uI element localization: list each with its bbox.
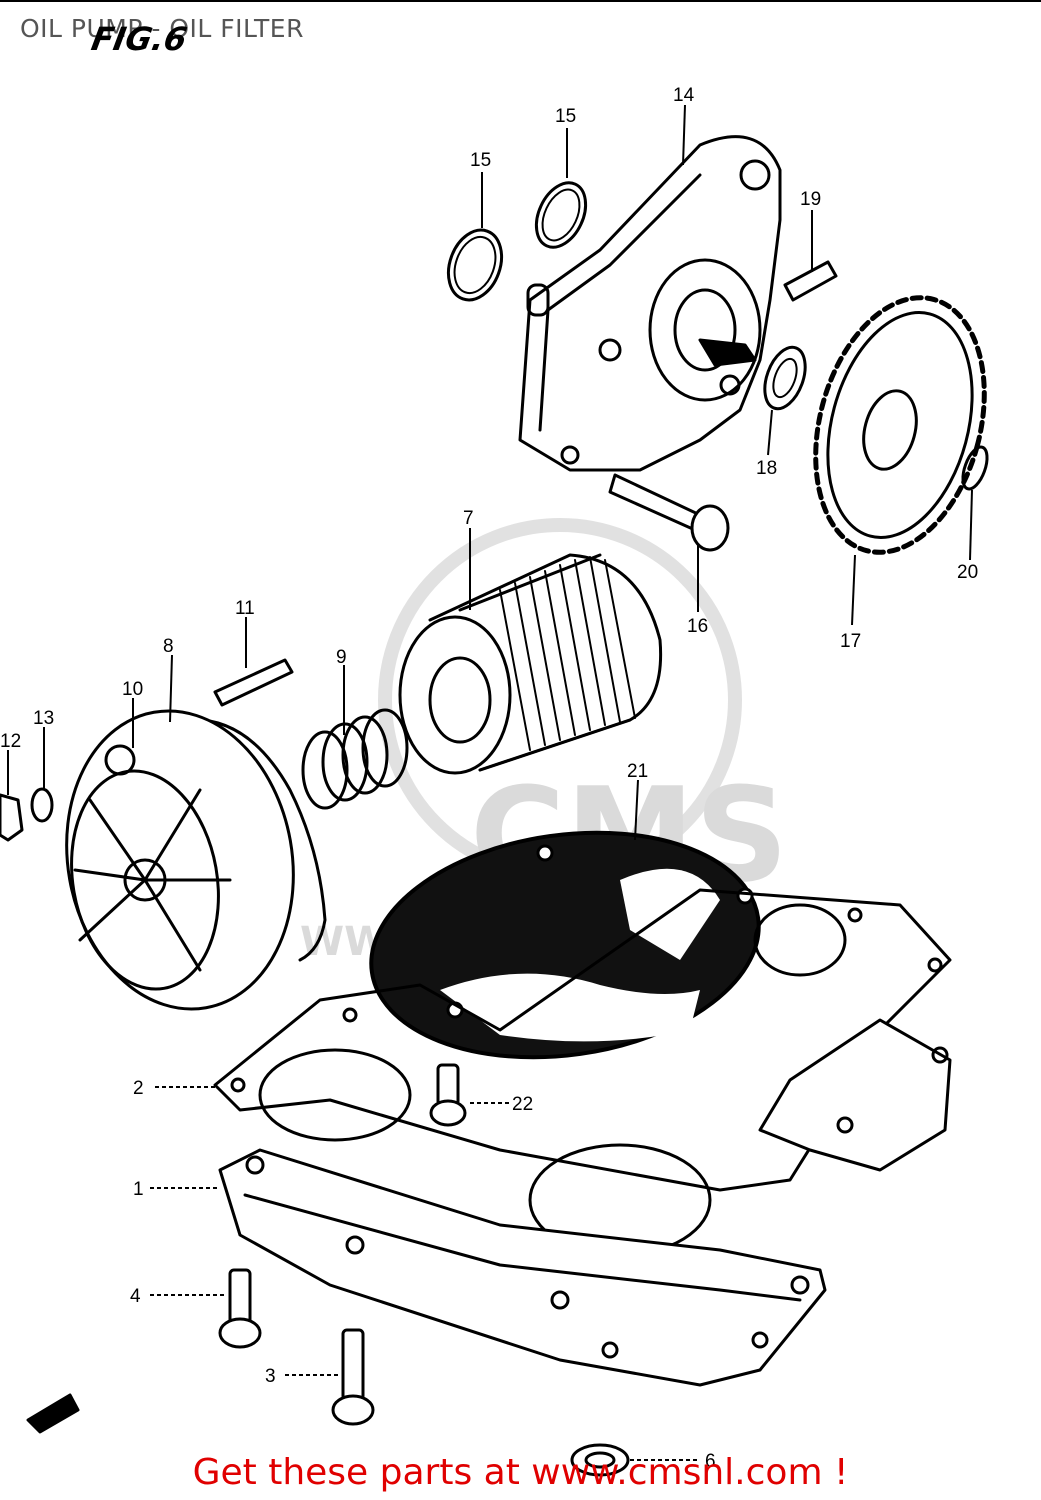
bolt-part-4 — [218, 1268, 262, 1349]
callout-4: 4 — [130, 1286, 141, 1307]
callout-15a: 15 — [470, 150, 491, 171]
callout-18: 18 — [756, 458, 777, 479]
leader-lines — [7, 104, 973, 1461]
oil-pump-body-part-14 — [518, 135, 782, 472]
spring-part-9 — [301, 708, 409, 810]
callout-16: 16 — [687, 616, 708, 637]
figure-label: FIG.6 — [88, 20, 190, 58]
callout-1: 1 — [133, 1179, 144, 1200]
bolt-part-22 — [429, 1063, 467, 1127]
footer-link[interactable]: Get these parts at www.cmsnl.com ! — [192, 1452, 849, 1493]
callout-3: 3 — [265, 1366, 276, 1387]
pin-part-11 — [213, 658, 294, 707]
callout-8: 8 — [163, 636, 174, 657]
callout-19: 19 — [800, 189, 821, 210]
front-direction-mark — [26, 1393, 80, 1434]
circlip-part-20 — [961, 445, 989, 491]
callout-13: 13 — [33, 708, 54, 729]
callout-14: 14 — [673, 85, 695, 106]
bolt-part-3 — [331, 1328, 375, 1426]
washer-part-13 — [30, 787, 54, 823]
dowel-pin-part-19 — [783, 260, 838, 302]
callout-6: 6 — [705, 1451, 716, 1472]
callout-9: 9 — [336, 647, 347, 668]
filter-cap-gasket-part-8 — [158, 718, 327, 962]
callout-12: 12 — [0, 731, 21, 752]
callout-labels: 1 2 3 4 6 7 8 9 10 11 12 13 14 15 15 16 … — [0, 85, 978, 1472]
washer-part-18 — [763, 345, 807, 411]
callout-20: 20 — [957, 562, 978, 583]
drain-plug-part-6 — [570, 1443, 630, 1477]
top-rule — [0, 0, 1041, 2]
filter-cover-part-10 — [65, 709, 295, 1011]
callout-22: 22 — [512, 1094, 533, 1115]
callout-15b: 15 — [555, 106, 576, 127]
oil-filter-part-7 — [398, 553, 663, 775]
callout-11: 11 — [235, 598, 255, 619]
o-ring-part-15b — [534, 181, 588, 249]
nut-part-12 — [0, 793, 24, 842]
callout-7: 7 — [463, 508, 474, 529]
pump-gear-part-17 — [813, 295, 987, 555]
bolt-part-16 — [608, 473, 730, 552]
strainer-part-21 — [369, 830, 761, 1060]
o-ring-part-15a — [446, 228, 504, 302]
callout-10: 10 — [122, 679, 143, 700]
page-heading: OIL PUMP - OIL FILTER — [20, 14, 304, 43]
callout-2: 2 — [133, 1078, 144, 1099]
callout-21: 21 — [627, 761, 648, 782]
oil-pan-part-1 — [218, 1018, 952, 1387]
callout-17: 17 — [840, 631, 861, 652]
